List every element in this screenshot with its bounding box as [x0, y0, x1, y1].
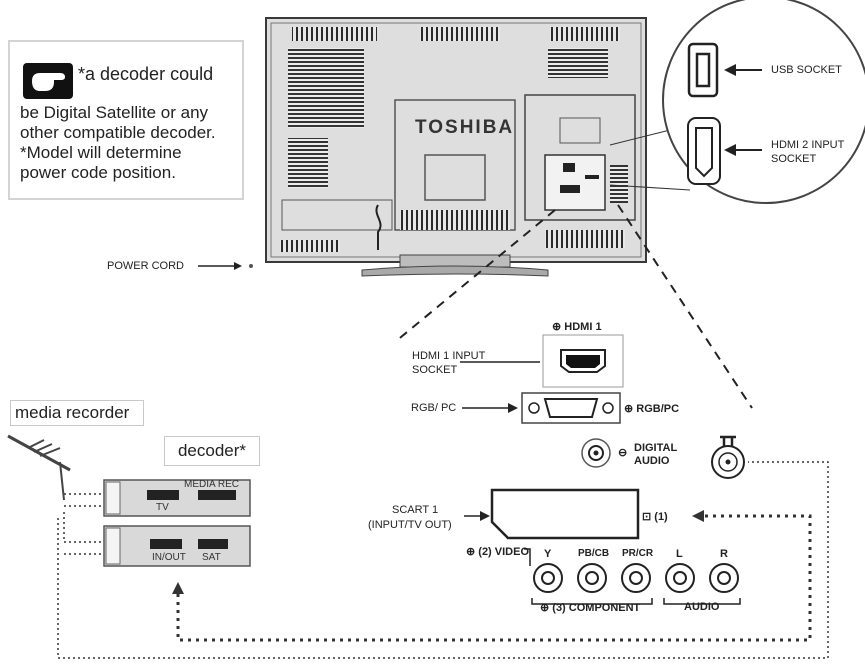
digital-audio-label: DIGITAL AUDIO: [634, 442, 677, 468]
note-line-1: *a decoder could: [78, 64, 214, 84]
component-y-label: Y: [544, 548, 552, 560]
rgb-pc-left-label: RGB/ PC: [411, 402, 457, 414]
note-line-2: be Digital Satellite or any: [20, 103, 209, 122]
tv-brand-logo: TOSHIBA: [415, 117, 515, 138]
sat-device-text: SAT: [202, 552, 221, 563]
hdmi2-input-label-line1: HDMI 2 INPUT: [771, 139, 845, 151]
video-port-text: (2) VIDEO: [478, 546, 530, 558]
digital-audio-icon: ⊖: [618, 447, 628, 459]
rgb-pc-port-text: RGB/PC: [636, 403, 680, 415]
component-pb-label: PB/CB: [578, 548, 610, 559]
media-recorder-device: [103, 479, 251, 517]
decoder-note: *a decoder could be Digital Satellite or…: [8, 40, 244, 200]
component-pr-label: PR/CR: [622, 548, 654, 559]
note-line-3: other compatible decoder.: [20, 123, 216, 142]
decoder-label: decoder*: [164, 436, 260, 466]
scart-port-text: (1): [654, 511, 668, 523]
note-line-4: *Model will determine: [20, 143, 182, 162]
note-line-5: power code position.: [20, 163, 176, 182]
hdmi1-input-label-line2: SOCKET: [412, 364, 458, 376]
pointing-hand-icon: [23, 63, 73, 99]
antenna-cable: [7, 434, 71, 501]
component-label: ⊕ (3) COMPONENT: [540, 602, 641, 614]
tv-back: [265, 17, 647, 277]
media-rec-device-text: MEDIA REC: [184, 479, 240, 490]
scart-port-label: ⊡ (1): [642, 511, 668, 523]
usb-socket-label: USB SOCKET: [771, 64, 842, 76]
hdmi1-input-label-line1: HDMI 1 INPUT: [412, 350, 486, 362]
tv-device-text: TV: [156, 502, 169, 513]
scart-label-line2: (INPUT/TV OUT): [368, 519, 452, 531]
hdmi2-input-label-line2: SOCKET: [771, 153, 817, 165]
audio-r-label: R: [720, 548, 728, 560]
hdmi1-port-label: ⊕ HDMI 1: [552, 321, 602, 333]
component-text: (3) COMPONENT: [552, 602, 641, 614]
audio-l-label: L: [676, 548, 683, 560]
in-out-device-text: IN/OUT: [152, 552, 186, 563]
hdmi1-port-text: HDMI 1: [564, 321, 602, 333]
connector-panel: [460, 334, 745, 605]
digital-audio-text: AUDIO: [634, 455, 670, 467]
zoom-circle: [662, 0, 865, 204]
rgb-pc-port-label: ⊕ RGB/PC: [624, 403, 680, 415]
video-port-label: ⊕ (2) VIDEO: [466, 546, 530, 558]
media-recorder-label: media recorder: [10, 400, 144, 426]
scart-label-line1: SCART 1: [392, 504, 439, 516]
digital-text: DIGITAL: [634, 442, 678, 454]
audio-label: AUDIO: [684, 601, 720, 613]
power-cord-label: POWER CORD: [107, 260, 184, 272]
decoder-device: [103, 525, 251, 567]
